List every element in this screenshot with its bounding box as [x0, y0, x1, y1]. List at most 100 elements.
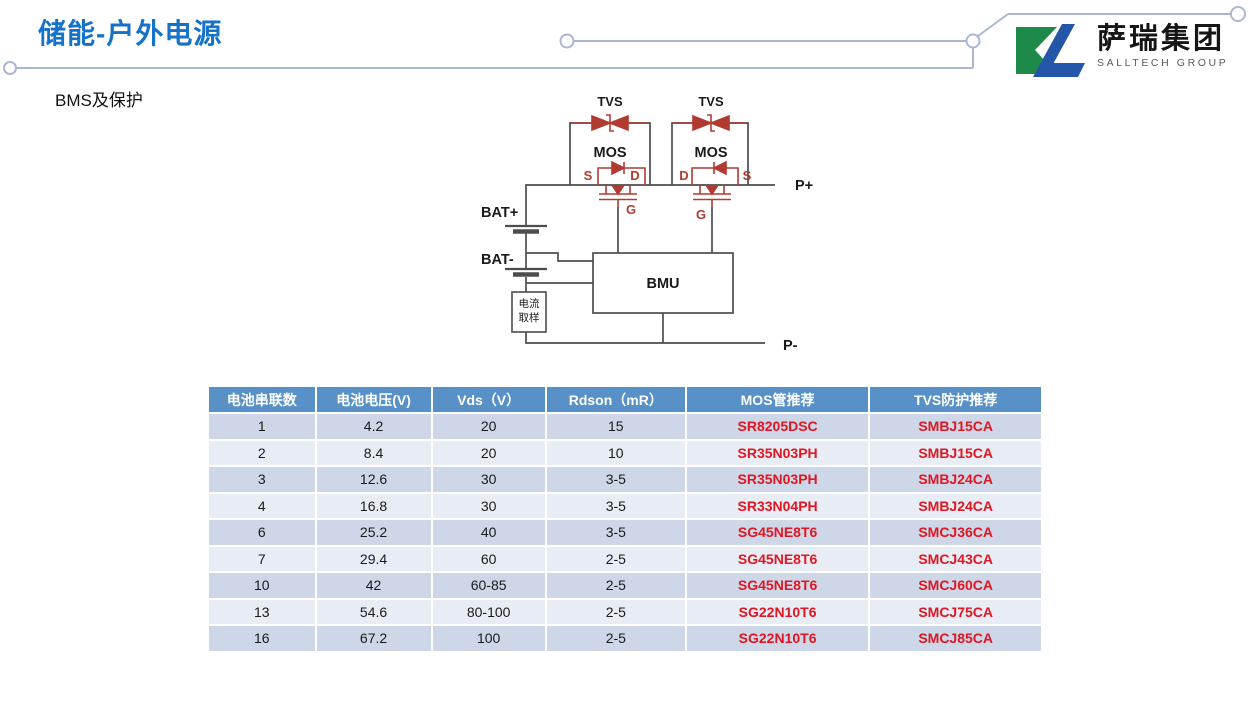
column-header: Rdson（mR）: [544, 385, 687, 414]
column-header: 电池串联数: [207, 385, 317, 414]
page-subtitle: BMS及保护: [55, 91, 143, 110]
table-cell: 4.2: [314, 412, 433, 441]
table-cell: 1: [207, 412, 317, 441]
p-minus-label: P-: [783, 338, 798, 354]
table-cell: SG22N10T6: [684, 624, 871, 653]
column-header: Vds（V）: [430, 385, 547, 414]
source-label: S: [743, 168, 752, 183]
column-header: 电池电压(V): [314, 385, 433, 414]
table-cell: 2-5: [544, 544, 687, 573]
table-cell: SG45NE8T6: [684, 518, 871, 547]
gate-label: G: [626, 202, 636, 217]
table-cell: SR35N03PH: [684, 465, 871, 494]
page-title: 储能-户外电源: [38, 18, 223, 49]
table-cell: 40: [430, 518, 547, 547]
source-label: S: [584, 168, 593, 183]
current-sense-box: [511, 291, 547, 333]
table-cell: 30: [430, 491, 547, 520]
table-cell: 6: [207, 518, 317, 547]
table-cell: 3-5: [544, 518, 687, 547]
table-cell: SG45NE8T6: [684, 571, 871, 600]
bmu-box: [592, 252, 734, 314]
table-cell: 2: [207, 438, 317, 467]
table-cell: 3-5: [544, 491, 687, 520]
current-sense-label: 电流: [519, 297, 540, 310]
table-cell: SG22N10T6: [684, 597, 871, 626]
drain-label: D: [679, 168, 688, 183]
table-cell: SMCJ85CA: [868, 624, 1043, 653]
battery-symbol: [505, 224, 547, 277]
logo-blue-diagonal: [1033, 24, 1075, 77]
decor-lines: [3, 6, 1246, 75]
tvs-label: TVS: [597, 94, 623, 109]
table-cell: SMCJ43CA: [868, 544, 1043, 573]
table-cell: 10: [207, 571, 317, 600]
logo-green-shape: [1016, 27, 1057, 74]
tvs-symbol: [674, 114, 746, 132]
drain-label: D: [630, 168, 639, 183]
table-cell: 80-100: [430, 597, 547, 626]
table-cell: SMBJ15CA: [868, 412, 1043, 441]
p-plus-label: P+: [795, 178, 813, 194]
table-cell: 12.6: [314, 465, 433, 494]
mos-label: MOS: [694, 145, 727, 161]
logo-en-text: SALLTECH GROUP: [1097, 56, 1229, 69]
table-cell: 20: [430, 412, 547, 441]
table-cell: 15: [544, 412, 687, 441]
table-cell: SMCJ36CA: [868, 518, 1043, 547]
table-cell: SR35N03PH: [684, 438, 871, 467]
mosfet-symbol: [691, 160, 739, 207]
mosfet-symbol: [597, 160, 646, 207]
table-cell: SMCJ75CA: [868, 597, 1043, 626]
table-cell: 54.6: [314, 597, 433, 626]
table-cell: SMCJ60CA: [868, 571, 1043, 600]
circuit-diagram: TVS TVS MOS MOS BAT+ BAT- BMU P+ P- 电流 取…: [481, 94, 813, 354]
table-cell: 42: [314, 571, 433, 600]
bat-plus-label: BAT+: [481, 205, 518, 221]
bmu-label: BMU: [646, 276, 679, 292]
bat-minus-label: BAT-: [481, 252, 514, 268]
table-cell: 100: [430, 624, 547, 653]
table-cell: 4: [207, 491, 317, 520]
mos-label: MOS: [593, 145, 626, 161]
logo-blue-foot: [1044, 63, 1085, 77]
table-cell: 16: [207, 624, 317, 653]
gate-label: G: [696, 207, 706, 222]
table-cell: SR33N04PH: [684, 491, 871, 520]
table-cell: 60-85: [430, 571, 547, 600]
table-cell: 67.2: [314, 624, 433, 653]
table-cell: SG45NE8T6: [684, 544, 871, 573]
table-cell: 60: [430, 544, 547, 573]
company-logo: 萨瑞集团 SALLTECH GROUP: [1014, 23, 1229, 78]
logo-mark: [1016, 24, 1085, 77]
table-cell: SMBJ15CA: [868, 438, 1043, 467]
table-cell: 29.4: [314, 544, 433, 573]
table-cell: 16.8: [314, 491, 433, 520]
table-cell: SR8205DSC: [684, 412, 871, 441]
column-header: MOS管推荐: [684, 385, 871, 414]
table-cell: 2-5: [544, 571, 687, 600]
current-sense-label: 取样: [519, 311, 540, 324]
table-cell: 7: [207, 544, 317, 573]
table-cell: 2-5: [544, 624, 687, 653]
table-cell: 3-5: [544, 465, 687, 494]
table-cell: 13: [207, 597, 317, 626]
tvs-label: TVS: [698, 94, 724, 109]
logo-cn-text: 萨瑞集团: [1097, 23, 1226, 55]
tvs-symbol: [572, 114, 648, 132]
table-cell: SMBJ24CA: [868, 465, 1043, 494]
table-cell: 3: [207, 465, 317, 494]
table-cell: 8.4: [314, 438, 433, 467]
